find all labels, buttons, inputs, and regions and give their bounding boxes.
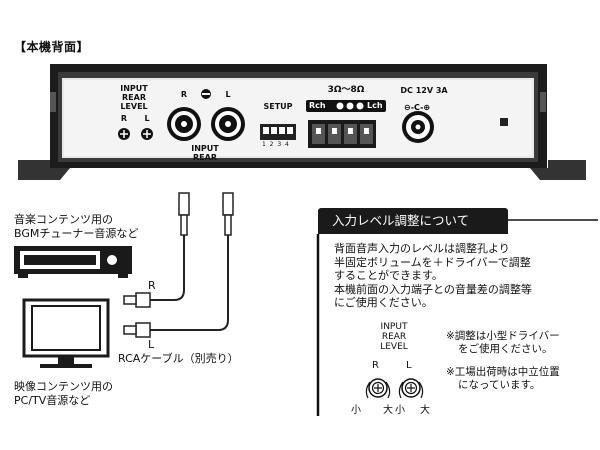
note1-line-2: をご使用ください。	[458, 343, 553, 355]
panel-l-small: 小	[395, 405, 405, 416]
dip-numbers: 1 2 3 4	[262, 141, 289, 148]
dip-switch[interactable]	[260, 124, 296, 140]
trimmer-r-label: R	[120, 114, 128, 123]
input-rear-label-2: REAR	[193, 153, 217, 162]
dc-polarity-icon: ⊖-C-⊕	[404, 103, 430, 112]
dip-4: 4	[284, 141, 289, 148]
panel-level-label-1: INPUT	[380, 322, 408, 332]
level-arrows	[365, 381, 424, 399]
pc-source-label-1: 映像コンテンツ用の	[14, 380, 113, 393]
cable-r-label: R	[148, 279, 156, 292]
panel-line-3: することができます。	[334, 269, 443, 282]
rca-cable-label: RCAケーブル（別売り）	[118, 352, 239, 365]
input-rear-level-label-1: INPUT	[120, 84, 148, 93]
panel-line-5: にご使用ください。	[334, 296, 433, 309]
dip-1: 1	[262, 141, 266, 148]
panel-line-2: 半固定ボリュームを＋ドライバーで調整	[334, 255, 531, 269]
panel-line-1: 背面音声入力のレベルは調整孔より	[334, 242, 510, 255]
panel-r-large: 大	[383, 405, 393, 416]
rca-plug-l	[123, 322, 151, 338]
panel-l-label: L	[406, 360, 412, 371]
input-rear-level-label-2: REAR	[122, 93, 146, 102]
panel-level-label-2: REAR	[381, 332, 407, 342]
impedance-label: 3Ω～8Ω	[327, 85, 365, 95]
note1-line-1: ※調整は小型ドライバー	[446, 330, 560, 342]
monitor-icon	[22, 298, 110, 368]
note2-line-2: になっています。	[458, 379, 541, 391]
rear-level-trimmer-r[interactable]	[118, 128, 130, 140]
rca-plug-r	[123, 292, 151, 308]
polarity-bar	[306, 100, 386, 112]
rca-jack-l[interactable]	[211, 107, 245, 141]
pc-source-label-2: PC/TV音源など	[14, 394, 91, 407]
bgm-tuner-icon	[14, 246, 132, 278]
trimmer-l-label: L	[144, 114, 150, 123]
jack-l-label: L	[225, 90, 231, 99]
rch-label: Rch	[309, 101, 326, 110]
lch-label: Lch	[367, 101, 383, 110]
chassis	[18, 64, 586, 180]
panel-line-4: 本機前面の入力端子との音量差の調整等	[334, 282, 532, 296]
cable-l-label: L	[148, 338, 155, 351]
rca-cable	[148, 192, 234, 331]
panel-title: 入力レベル調整について	[318, 208, 508, 234]
ground-terminal	[201, 89, 211, 99]
level-knob-r	[368, 378, 388, 398]
page-title: 【本機背面】	[14, 40, 90, 54]
speaker-terminal[interactable]	[308, 120, 376, 148]
note2-line-1: ※工場出荷時は中立位置	[446, 366, 560, 378]
bgm-source-label-1: 音楽コンテンツ用の	[14, 213, 113, 226]
panel-body: 背面音声入力のレベルは調整孔より 半固定ボリュームを＋ドライバーで調整 すること…	[334, 242, 596, 310]
rca-jack-r[interactable]	[167, 107, 201, 141]
dc-label: DC 12V 3A	[400, 86, 448, 95]
input-rear-label-1: INPUT	[191, 144, 219, 153]
dc-jack[interactable]	[402, 111, 434, 143]
level-knob-l	[401, 378, 421, 398]
dip-3: 3	[277, 141, 282, 148]
panel-l-large: 大	[420, 405, 430, 416]
bgm-source-label-2: BGMチューナー音源など	[14, 227, 139, 240]
panel-r-label: R	[372, 360, 379, 371]
jack-r-label: R	[180, 90, 188, 99]
panel-r-small: 小	[351, 405, 361, 416]
input-rear-level-label-3: LEVEL	[120, 102, 148, 111]
rear-level-trimmer-l[interactable]	[141, 128, 153, 140]
setup-label: SETUP	[263, 102, 293, 111]
svg-text:⊖-C-⊕: ⊖-C-⊕	[404, 103, 430, 112]
dip-2: 2	[269, 141, 274, 148]
panel-level-label-3: LEVEL	[380, 342, 408, 352]
